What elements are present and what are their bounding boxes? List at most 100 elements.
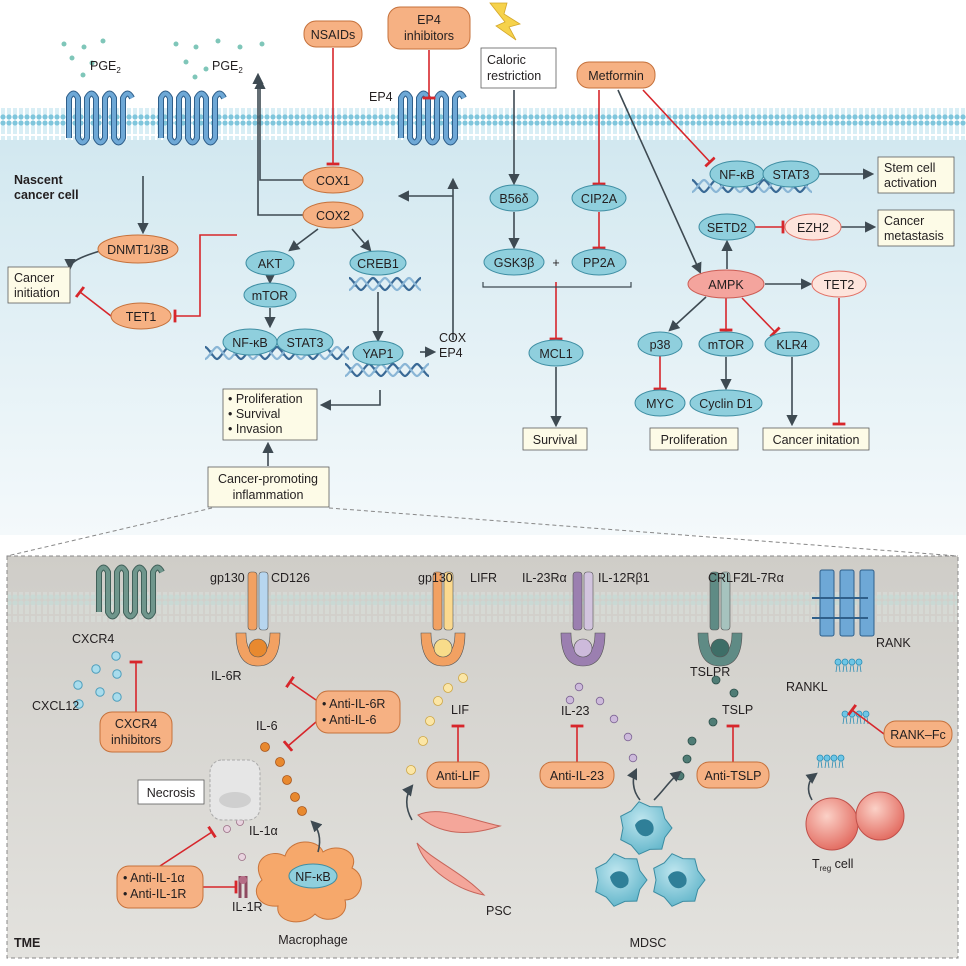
b56-node[interactable]: B56δ — [489, 184, 539, 212]
il23-label: IL-23 — [561, 704, 590, 718]
cip2a-node[interactable]: CIP2A — [571, 184, 627, 212]
tme-label: TME — [14, 936, 40, 950]
nsaids-box[interactable]: NSAIDs — [303, 20, 363, 48]
akt-node[interactable]: AKT — [245, 250, 295, 276]
activation-arrow — [252, 72, 303, 216]
mtor-node-left[interactable]: mTOR — [243, 282, 297, 308]
cytokine-receptor — [697, 571, 743, 667]
tslp-ligand — [675, 771, 685, 781]
il1r-head — [239, 876, 247, 884]
tet1-node[interactable]: TET1 — [110, 302, 172, 330]
cxcl12-ligand — [73, 680, 83, 690]
gpcr-receptor — [66, 90, 135, 146]
svg-text:KLR4: KLR4 — [776, 338, 807, 352]
svg-text:Necrosis: Necrosis — [147, 786, 196, 800]
cox2-node[interactable]: COX2 — [302, 201, 364, 229]
rank-receptor — [859, 569, 875, 637]
psc-cell-icon-2 — [416, 842, 486, 896]
il6-ligand — [275, 757, 285, 767]
tet2-node[interactable]: TET2 — [811, 270, 867, 298]
svg-text:• Anti-IL-6R: • Anti-IL-6R — [322, 697, 385, 711]
mcl1-node[interactable]: MCL1 — [528, 339, 584, 367]
proliferation-box-right: Proliferation — [649, 427, 739, 451]
svg-text:DNMT1/3B: DNMT1/3B — [107, 243, 169, 257]
anti-il1-box[interactable]: • Anti-IL-1α• Anti-IL-1R — [116, 865, 204, 909]
svg-text:Cancer: Cancer — [14, 271, 54, 285]
il6-ligand — [297, 806, 307, 816]
anti-il6-box[interactable]: • Anti-IL-6R• Anti-IL-6 — [315, 690, 401, 734]
pge2-label-left: PGE2 — [90, 59, 121, 75]
pp2a-node[interactable]: PP2A — [571, 248, 627, 276]
setd2-node[interactable]: SETD2 — [698, 213, 756, 241]
svg-text:COX1: COX1 — [316, 174, 350, 188]
yap1-node[interactable]: YAP1 — [352, 340, 404, 366]
stat3-node-right[interactable]: STAT3 — [762, 160, 820, 188]
anti-lif-box[interactable]: Anti-LIF — [426, 761, 490, 789]
nfkb-node-left[interactable]: NF-κB — [222, 328, 278, 356]
cxcl12-ligand — [112, 692, 122, 702]
klr4-node[interactable]: KLR4 — [764, 331, 820, 357]
cyclin-d1-node[interactable]: Cyclin D1 — [689, 389, 763, 417]
svg-text:Proliferation: Proliferation — [661, 433, 728, 447]
svg-text:Cancer: Cancer — [884, 214, 924, 228]
anti-il23-box[interactable]: Anti-IL-23 — [539, 761, 615, 789]
ampk-node[interactable]: AMPK — [687, 269, 765, 299]
svg-text:MYC: MYC — [646, 397, 674, 411]
svg-text:TET2: TET2 — [824, 278, 855, 292]
tslp-ligand — [687, 736, 697, 746]
lif-ligand — [425, 716, 435, 726]
rankl-ligand — [834, 658, 863, 673]
svg-text:inflammation: inflammation — [233, 488, 304, 502]
cd126-label: CD126 — [271, 571, 310, 585]
macrophage-label: Macrophage — [278, 933, 348, 947]
dna-helix-icon — [348, 276, 422, 292]
svg-text:p38: p38 — [650, 338, 671, 352]
svg-text:CXCR4: CXCR4 — [115, 717, 157, 731]
dnmt-node[interactable]: DNMT1/3B — [97, 234, 179, 264]
activation-arrow — [64, 250, 101, 271]
stat3-node-left[interactable]: STAT3 — [276, 328, 334, 356]
svg-text:• Invasion: • Invasion — [228, 422, 282, 436]
zoom-line-left — [6, 507, 213, 557]
svg-text:AKT: AKT — [258, 257, 283, 271]
anti-tslp-box[interactable]: Anti-TSLP — [696, 761, 770, 789]
tslp-label: TSLP — [722, 703, 753, 717]
creb1-node[interactable]: CREB1 — [349, 250, 407, 276]
plasma-membrane-top — [0, 108, 966, 140]
svg-text:STAT3: STAT3 — [772, 168, 809, 182]
myc-node[interactable]: MYC — [634, 389, 686, 417]
gsk3b-node[interactable]: GSK3β — [483, 248, 545, 276]
nfkb-node-right[interactable]: NF-κB — [709, 160, 765, 188]
secretion-arrow-treg — [805, 772, 818, 801]
svg-text:B56δ: B56δ — [499, 192, 528, 206]
svg-text:CREB1: CREB1 — [357, 257, 399, 271]
activation-arrow — [668, 296, 707, 332]
svg-text:EP4: EP4 — [417, 13, 441, 27]
svg-text:activation: activation — [884, 176, 937, 190]
svg-text:MCL1: MCL1 — [539, 347, 572, 361]
svg-text:Metformin: Metformin — [588, 69, 644, 83]
gp130-label-a: gp130 — [210, 571, 245, 585]
mtor-node-right[interactable]: mTOR — [698, 331, 754, 357]
svg-text:• Proliferation: • Proliferation — [228, 392, 303, 406]
tslp-ligand — [711, 675, 721, 685]
activation-arrow — [319, 390, 381, 411]
pge2-dots — [61, 38, 265, 80]
mdsc-label: MDSC — [630, 936, 667, 950]
rank-fc-box[interactable]: RANK–Fc — [883, 720, 953, 748]
cox1-node[interactable]: COX1 — [302, 166, 364, 194]
svg-text:Anti-LIF: Anti-LIF — [436, 769, 480, 783]
secretion-arrow — [310, 820, 323, 853]
metformin-box[interactable]: Metformin — [576, 61, 656, 89]
lif-ligand — [406, 765, 416, 775]
svg-text:RANK–Fc: RANK–Fc — [890, 728, 946, 742]
svg-text:• Anti-IL-1α: • Anti-IL-1α — [123, 871, 185, 885]
ezh2-node[interactable]: EZH2 — [784, 213, 842, 241]
activation-arrow — [351, 228, 372, 252]
p38-node[interactable]: p38 — [637, 331, 683, 357]
